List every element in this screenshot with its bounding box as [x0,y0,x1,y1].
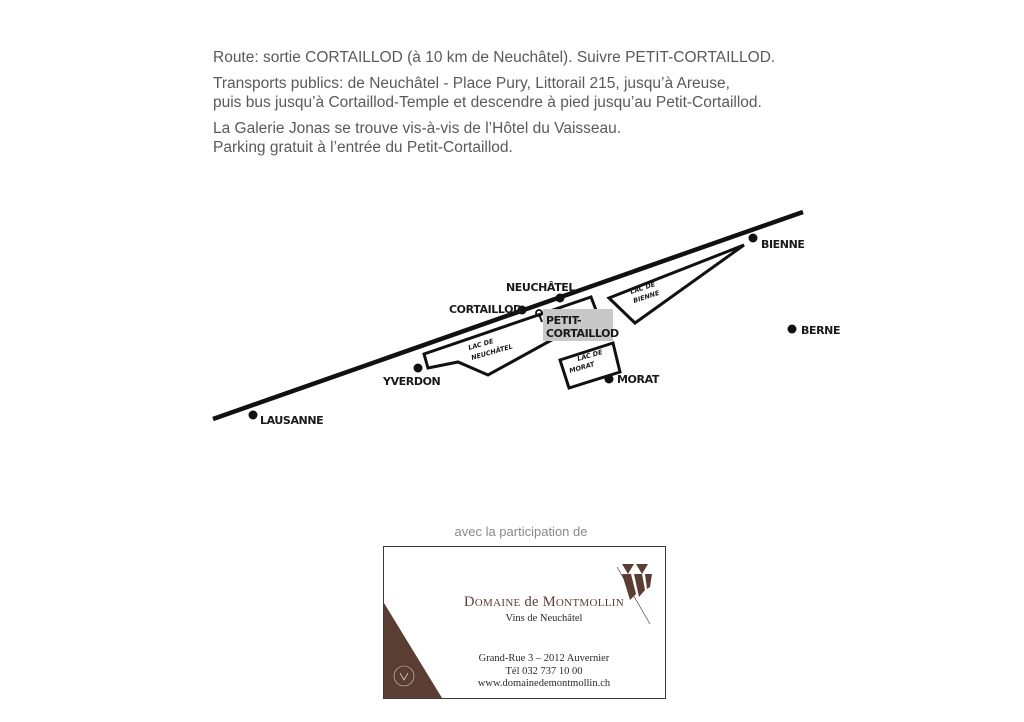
yverdon-dot [413,363,423,373]
lausanne-dot [248,410,258,420]
card-graphics [384,564,652,698]
petit-cortaillod-label-2: CORTAILLOD [546,327,619,340]
berne-label: BERNE [801,324,840,337]
lake-morat-shape [558,341,622,390]
lake-morat-label-2: MORAT [568,360,596,375]
route-line: Route: sortie CORTAILLOD (à 10 km de Neu… [213,49,776,66]
website-line: www.domainedemontmollin.ch [477,678,611,689]
berne-dot [787,324,797,334]
transport-line-2: puis bus jusqu’à Cortaillod-Temple et de… [213,94,762,111]
montmollin-logo-icon [616,564,652,625]
brand-subtitle: Vins de Neuchâtel [505,613,583,624]
address-line: Grand-Rue 3 – 2012 Auvernier [478,653,610,664]
morat-label: MORAT [617,373,660,386]
petit-cortaillod-label-1: PETIT- [546,314,581,327]
seal-mark [399,672,409,681]
lake-neuchatel-shape [422,295,602,377]
participation-caption: avec la participation de [454,524,588,539]
seal-icon [393,665,415,687]
lake-bienne-shape [606,243,745,325]
directions-text: Route: sortie CORTAILLOD (à 10 km de Neu… [213,48,913,157]
bienne-dot [748,233,758,243]
neuchatel-dot [555,293,565,303]
petit-cortaillod-highlight [543,309,613,341]
transport-line-1: Transports publics: de Neuchâtel - Place… [213,75,730,92]
morat-dot [604,374,614,384]
parking-line: Parking gratuit à l’entrée du Petit-Cort… [213,139,513,156]
card-corner-triangle [384,603,442,698]
cortaillod-dot [517,305,527,315]
bienne-label: BIENNE [761,238,805,251]
brand-name: DOMAINE de MONTMOLLIN [464,594,624,610]
galerie-line: La Galerie Jonas se trouve vis-à-vis de … [213,120,622,137]
phone-line: Tél 032 737 10 00 [505,665,583,677]
lausanne-label: LAUSANNE [260,414,323,427]
petit-cortaillod-marker [535,309,543,317]
sponsor-card: DOMAINE de MONTMOLLIN Vins de Neuchâtel … [383,546,666,699]
yverdon-label: YVERDON [382,375,441,388]
cortaillod-label: CORTAILLOD [449,303,522,316]
neuchatel-label: NEUCHÂTEL [506,281,575,294]
main-road [212,209,804,422]
contact-block: Grand-Rue 3 – 2012 Auvernier Tél 032 737… [444,653,644,691]
